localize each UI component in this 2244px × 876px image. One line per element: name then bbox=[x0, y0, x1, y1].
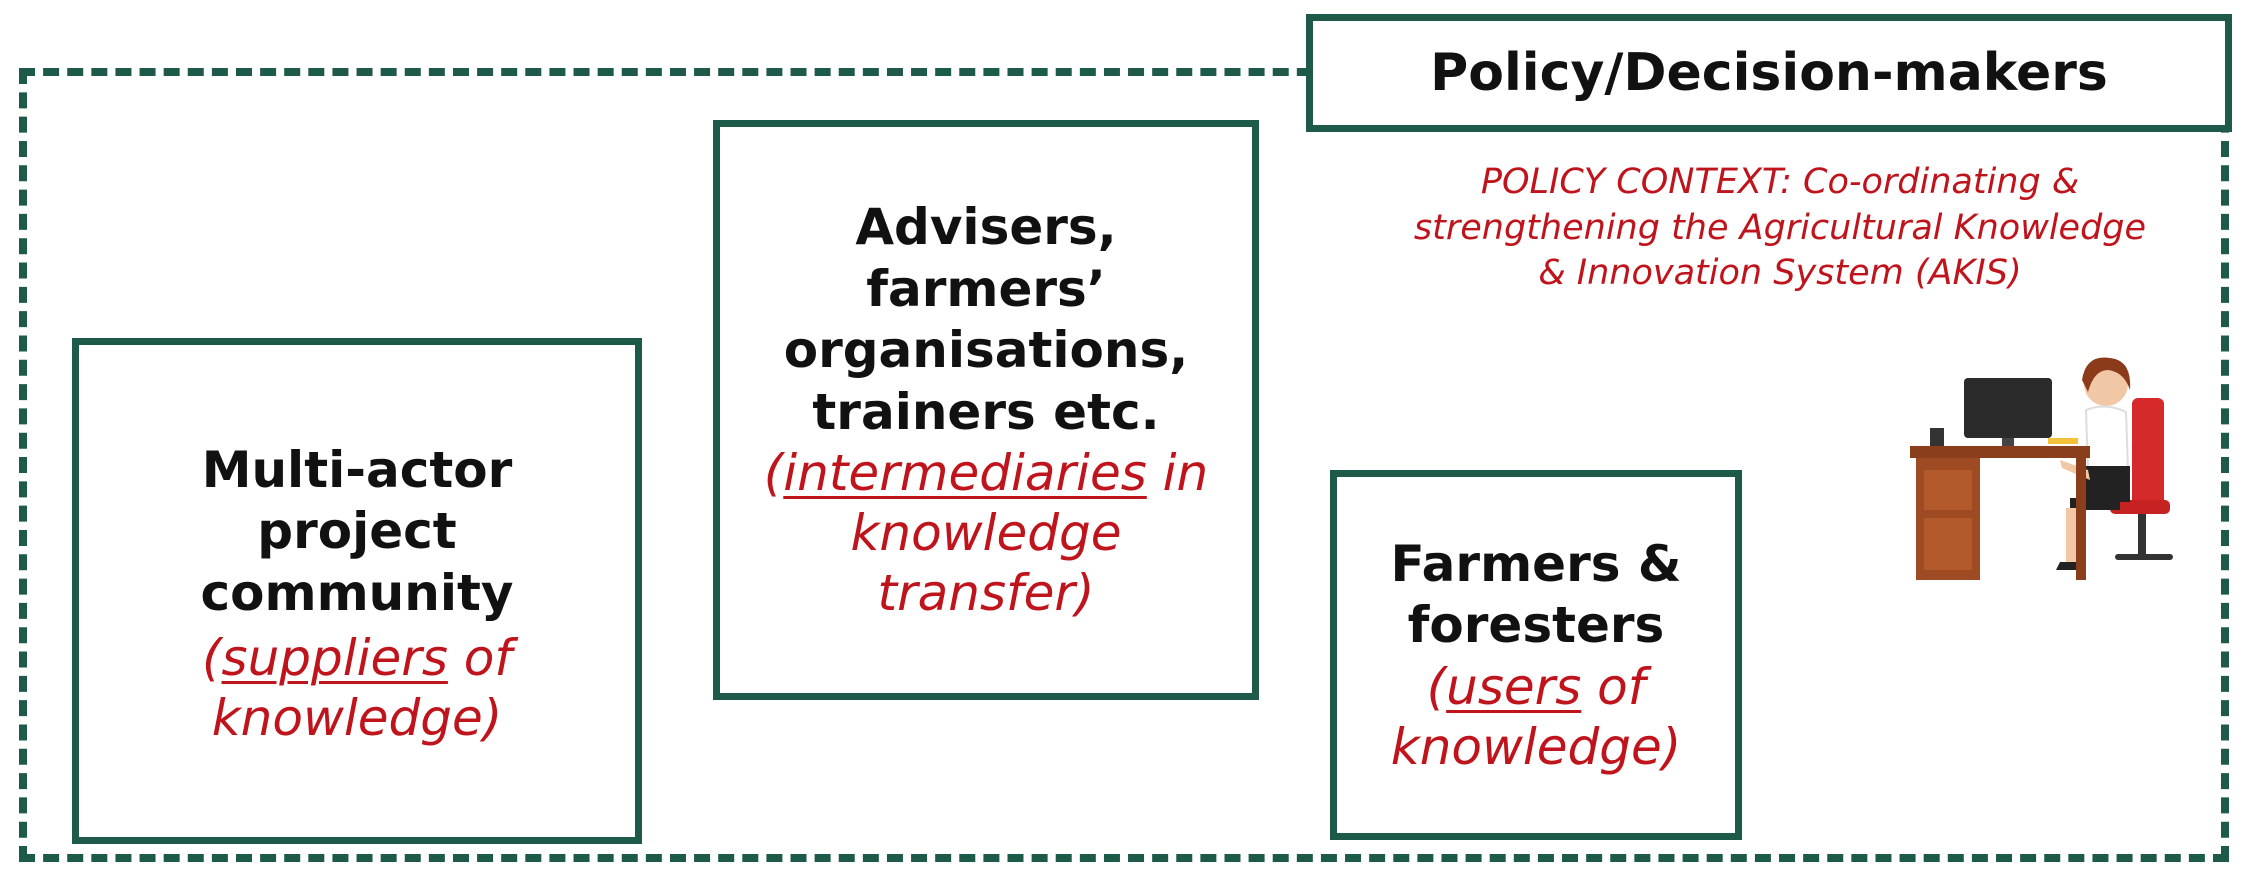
multi-actor-line-1: Multi-actor bbox=[201, 440, 513, 499]
farmers-box: Farmers & foresters (users of knowledge) bbox=[1330, 470, 1742, 840]
policy-context-line-2: strengthening the Agricultural Knowledge bbox=[1413, 207, 2147, 248]
policy-makers-box: Policy/Decision-makers bbox=[1306, 14, 2232, 132]
multi-actor-role-rest: of bbox=[447, 629, 512, 688]
farmers-role: (users of knowledge) bbox=[1391, 657, 1682, 777]
multi-actor-role-open: ( bbox=[202, 629, 222, 688]
farmers-role-open: ( bbox=[1426, 657, 1447, 716]
outer-dashed-frame bbox=[19, 68, 2229, 862]
advisers-role: (intermediaries in knowledge transfer) bbox=[764, 443, 1209, 623]
multi-actor-role-keyword: suppliers bbox=[221, 629, 448, 688]
farmers-role-rest: of bbox=[1581, 657, 1646, 716]
farmers-line-2: foresters bbox=[1407, 596, 1665, 654]
multi-actor-box: Multi-actor project community (suppliers… bbox=[72, 338, 642, 844]
advisers-role-keyword: intermediaries bbox=[783, 444, 1147, 502]
farmers-role-keyword: users bbox=[1446, 657, 1582, 716]
advisers-label: Advisers, farmers’ organisations, traine… bbox=[784, 197, 1189, 443]
advisers-line-2: farmers’ bbox=[866, 259, 1106, 318]
policy-context-line-3: & Innovation System (AKIS) bbox=[1538, 253, 2022, 293]
multi-actor-role: (suppliers of knowledge) bbox=[202, 628, 512, 748]
advisers-line-4: trainers etc. bbox=[812, 382, 1160, 441]
policy-context-line-1: POLICY CONTEXT: Co-ordinating & bbox=[1480, 162, 2080, 202]
farmers-line-1: Farmers & bbox=[1390, 534, 1682, 593]
advisers-line-3: organisations, bbox=[783, 321, 1189, 379]
advisers-box: Advisers, farmers’ organisations, traine… bbox=[713, 120, 1259, 700]
multi-actor-line-2: project bbox=[257, 502, 457, 561]
advisers-role-open: ( bbox=[763, 444, 784, 502]
office-worker-at-desk-icon bbox=[1910, 357, 2173, 580]
advisers-role-line-3: transfer) bbox=[877, 564, 1095, 622]
advisers-role-line-2: knowledge bbox=[850, 504, 1122, 562]
multi-actor-role-line-2: knowledge) bbox=[211, 689, 503, 748]
advisers-line-1: Advisers, bbox=[855, 198, 1117, 256]
advisers-role-rest: in bbox=[1146, 444, 1209, 502]
policy-makers-title: Policy/Decision-makers bbox=[1430, 43, 2108, 103]
farmers-role-line-2: knowledge) bbox=[1390, 717, 1682, 776]
farmers-label: Farmers & foresters bbox=[1390, 534, 1681, 657]
multi-actor-label: Multi-actor project community bbox=[200, 440, 513, 625]
multi-actor-line-3: community bbox=[200, 563, 514, 622]
policy-context-text: POLICY CONTEXT: Co-ordinating & strength… bbox=[1320, 160, 2240, 297]
